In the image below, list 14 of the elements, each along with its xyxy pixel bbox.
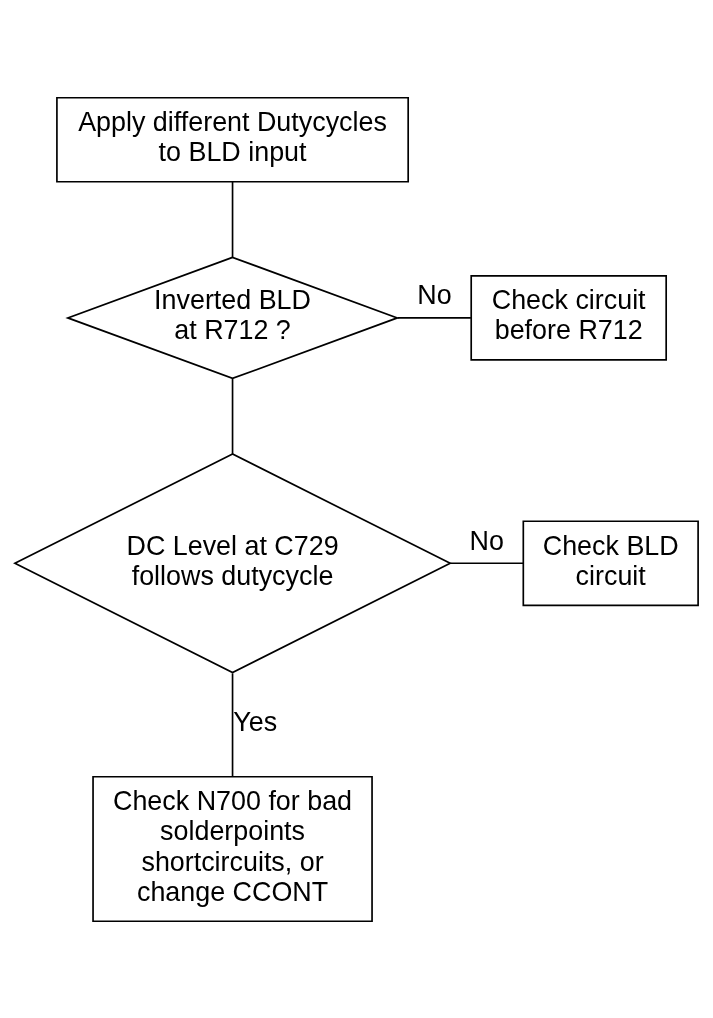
connector <box>231 377 234 455</box>
edge-label: No <box>469 525 504 555</box>
node-box: Apply different Dutycycles to BLD input <box>56 96 409 183</box>
node-diamond: DC Level at C729 follows dutycycle <box>13 452 453 673</box>
node-box: Check BLD circuit <box>522 519 699 606</box>
node-box: Check circuit before R712 <box>470 274 667 361</box>
edge-label: Yes <box>233 706 278 737</box>
connector <box>396 316 472 319</box>
edge-label: No <box>417 279 452 310</box>
node-diamond: Inverted BLD at R712 ? <box>65 256 400 379</box>
connector <box>231 180 234 258</box>
connector <box>449 561 524 564</box>
node-box: Check N700 for bad solderpoints shortcircuits, or change CCONT <box>92 775 373 922</box>
connector <box>231 672 234 777</box>
